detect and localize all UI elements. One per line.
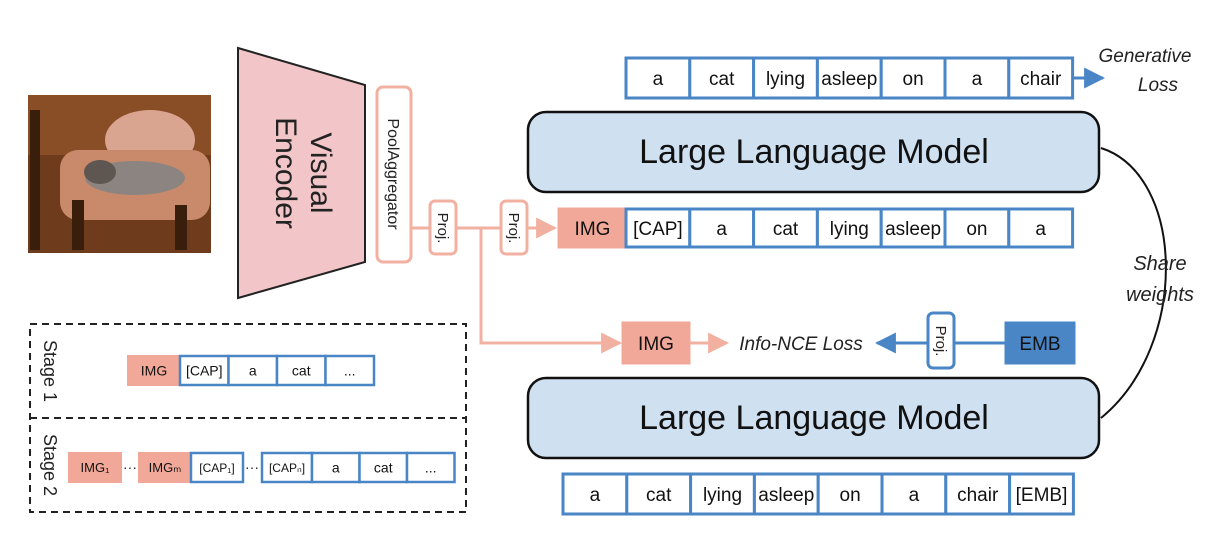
upper-input-token-label: lying [830,219,869,240]
upper-input-token-label: asleep [885,219,941,240]
stage2-token-label: a [332,460,340,476]
generative-loss-line1: Generative [1099,46,1192,67]
llm-box-upper [526,110,1101,194]
lower-input-token-row: a cat lying asleep on a chair [EMB] [561,472,1075,516]
encoder-label-line1: Visual [304,132,337,213]
stage1-token-label: a [249,363,257,379]
lower-input-token-box [1008,472,1075,516]
middle-img-token-label: IMG [638,334,674,355]
upper-input-token-box [1007,207,1075,249]
stage1-token-label: cat [292,363,311,379]
stage1-img-token-box [127,355,181,386]
llm-box-lower [526,376,1101,460]
proj-label-1: Proj. [434,213,451,244]
lower-input-token-label: asleep [758,485,814,506]
top-output-token-label: chair [1020,69,1062,90]
upper-input-token-label: on [966,219,987,240]
stage2-token-label: cat [374,460,393,476]
cat-photo [28,95,211,253]
middle-emb-token-box [1004,321,1076,365]
stage1-token-row: IMG [CAP] a cat... [127,354,376,387]
middle-token-row: IMG EMB [621,321,1076,365]
share-weights-connector [1100,147,1167,419]
stage2-token-label: ... [425,460,437,476]
stage2-token-box [405,451,456,484]
stage1-label: Stage 1 [40,340,60,402]
upper-input-token-box [943,207,1011,249]
stage2-cap-first-label: [CAP₁] [199,461,234,475]
stage2-img-first-box [68,452,122,483]
stage2-ellipsis-2: ··· [245,459,259,475]
upper-input-token-row: IMG [CAP] a cat lying asleep on a [557,207,1075,249]
upper-img-token-label: IMG [575,219,611,240]
proj-box-3 [926,311,956,370]
stage2-token-row: IMG₁ ··· IMGₘ [CAP₁] ··· [CAPₙ] a cat... [68,451,456,484]
lower-input-token-box [561,472,629,516]
upper-img-token-box [557,207,628,249]
stage2-cap-last-label: [CAPₙ] [269,461,305,475]
lower-input-token-label: [EMB] [1016,485,1068,506]
stage2-token-box [358,451,409,484]
stage1-token-label: ... [344,363,356,379]
lower-input-token-box [689,472,756,516]
top-output-token-label: cat [709,69,735,90]
middle-emb-token-label: EMB [1019,334,1060,355]
stage2-img-first-label: IMG₁ [81,460,111,475]
stage2-token-box [310,451,361,484]
proj-label-2: Proj. [505,213,522,244]
top-output-token-label: a [653,69,664,90]
top-output-token-label: on [903,69,924,90]
info-nce-loss-label: Info-NCE Loss [739,334,863,355]
generative-loss-line2: Loss [1138,75,1179,96]
proj-label-3: Proj. [932,326,949,357]
top-output-token-label: asleep [821,69,877,90]
pool-aggregator-box [375,85,413,264]
lower-input-token-label: cat [646,485,672,506]
llm-label-lower: Large Language Model [639,399,989,437]
upper-input-token-box [688,207,756,249]
llm-label-upper: Large Language Model [639,133,989,171]
top-output-token-box [1007,56,1075,100]
share-weights-line2: weights [1126,284,1194,306]
stage1-token-label: [CAP] [186,363,223,379]
stage2-ellipsis-1: ··· [123,459,137,475]
stage1-token-box [324,354,376,387]
top-output-token-label: a [972,69,983,90]
top-output-token-row: a cat lying asleep on a chair [624,56,1075,100]
blue-connectors [874,67,1106,354]
lower-input-token-label: lying [703,485,742,506]
upper-input-token-label: a [716,219,727,240]
upper-input-token-label: a [1035,219,1046,240]
pool-aggregator-label: PoolAggregator [384,118,401,230]
stage2-img-last-label: IMGₘ [149,460,182,475]
pink-connectors [411,217,730,354]
stage2-cap-first-box [189,451,245,484]
lower-input-token-box [625,472,693,516]
lower-input-token-label: chair [957,485,999,506]
share-weights-line1: Share [1133,253,1186,275]
upper-input-token-box [879,207,947,249]
lower-input-token-label: on [840,485,861,506]
lower-input-token-label: a [909,485,920,506]
upper-input-token-label: [CAP] [633,219,683,240]
stage1-token-box [275,354,327,387]
top-output-token-label: lying [766,69,805,90]
middle-img-token-box [621,321,691,365]
stage1-img-token-label: IMG [141,363,167,379]
lower-input-token-label: a [590,485,601,506]
encoder-label-line2: Encoder [269,117,302,229]
stage2-cap-last-box [260,451,314,484]
upper-input-token-label: cat [773,219,799,240]
lower-input-token-box [752,472,820,516]
stage2-label: Stage 2 [40,434,60,496]
visual-encoder [237,46,366,300]
